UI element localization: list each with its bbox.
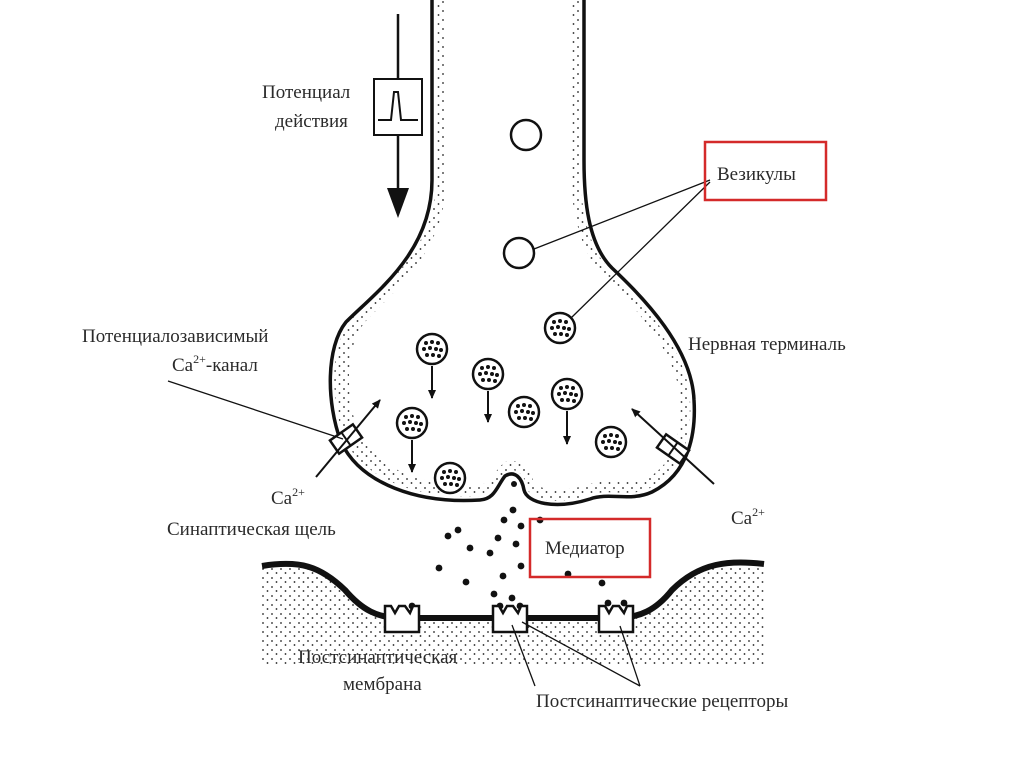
nerve-terminal-membrane [328,0,697,507]
label-vesicles: Везикулы [717,164,796,185]
label-synaptic-cleft: Синаптическая щель [167,519,336,540]
leader-line [521,621,641,687]
mediator-highlight-box [528,517,652,579]
ca-right-base: Ca [731,508,753,529]
postsynaptic-receptor [597,604,635,634]
empty-vesicle [509,118,543,152]
label-ca-channel-line1: Потенциалозависимый [82,326,268,347]
filled-vesicle [415,332,449,366]
ca-right-superscript: 2+ [752,505,765,519]
action-potential-spike-icon [378,91,418,121]
postsynaptic-cell-fill [262,562,764,665]
filled-vesicle [507,395,541,429]
ca-influx-arrow-right [631,408,715,485]
ca-channel-prefix: Ca [172,355,194,376]
label-ca-channel-line2: Ca2+-канал [172,352,258,376]
leader-line [167,380,344,440]
filled-vesicle [433,461,467,495]
label-ca-left: Ca2+ [271,485,305,509]
empty-vesicle [502,236,536,270]
ca-influx-arrow-left [315,399,381,478]
leader-line [533,179,711,250]
action-potential-arrowhead [387,188,409,218]
mediator-release-dot [511,481,517,487]
filled-vesicle [543,311,577,345]
label-postsynaptic-receptors: Постсинаптические рецепторы [536,691,788,712]
ca-channel-suffix: -канал [206,355,258,376]
leader-line [511,624,536,687]
label-action-potential-line1: Потенциал [262,82,351,103]
filled-vesicle [550,377,584,411]
leader-line [619,625,641,687]
action-potential-box [373,78,423,136]
vesicles-highlight-box [703,140,828,202]
label-nerve-terminal: Нервная терминаль [688,334,846,355]
filled-vesicle [471,357,505,391]
label-ca-right: Ca2+ [731,505,765,529]
filled-vesicle [395,406,429,440]
label-postsynaptic-membrane-line1: Постсинаптическая [298,647,458,668]
ca-left-superscript: 2+ [292,485,305,499]
label-mediator: Медиатор [545,538,625,559]
label-postsynaptic-membrane-line2: мембрана [343,674,422,695]
ca-left-base: Ca [271,488,293,509]
filled-vesicle [594,425,628,459]
postsynaptic-receptor [491,604,529,634]
label-action-potential-line2: действия [275,111,348,132]
leader-line [570,181,711,319]
ca-channel-superscript: 2+ [193,352,206,366]
postsynaptic-receptor [383,604,421,634]
mediator-molecules [398,506,628,613]
